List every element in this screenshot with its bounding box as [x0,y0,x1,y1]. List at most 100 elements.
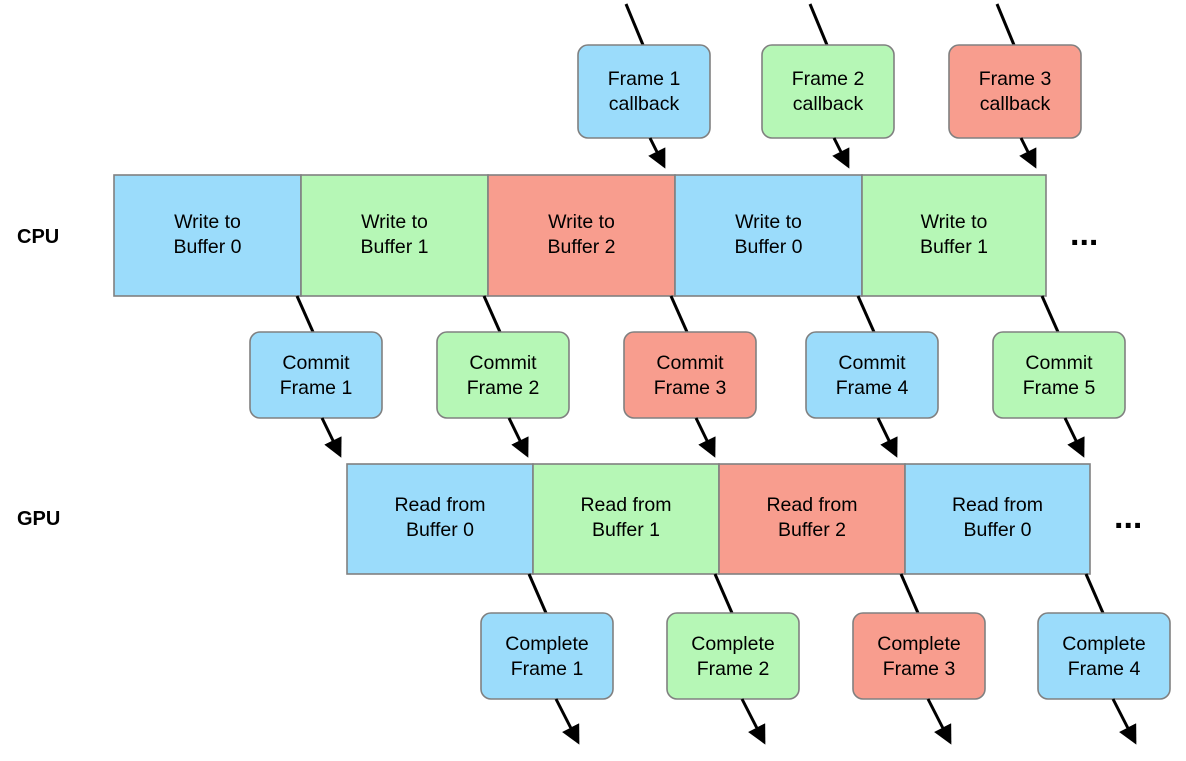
complete-2-line2: Frame 2 [697,658,770,680]
line-cpu-4-to-commit-4 [856,295,876,333]
commit-boxes: Commit Frame 1 Commit Frame 2 Commit Fra… [249,331,1126,419]
cpu-segment-4-shape[interactable] [674,174,863,297]
gpu-segment-4-line1: Read from [952,494,1043,516]
commit-5-shape[interactable] [992,331,1126,419]
commit-1-shape[interactable] [249,331,383,419]
commit-4-shape[interactable] [805,331,939,419]
gpu-to-complete-lines [527,573,1105,614]
arrow-callback-3-to-cpu [1019,137,1037,169]
commit-2-line1: Commit [469,352,537,374]
commit-box-4[interactable]: Commit Frame 4 [805,331,939,419]
arrow-complete-2-out [740,698,766,745]
cpu-segment-5-shape[interactable] [861,174,1047,297]
cpu-ellipsis: ... [1070,215,1098,253]
complete-1-line2: Frame 1 [511,658,584,680]
gpu-segment-1-line1: Read from [394,494,485,516]
commit-5-line2: Frame 5 [1023,377,1096,399]
gpu-ellipsis: ... [1114,498,1142,536]
commit-to-gpu-arrows [320,417,1085,458]
frame-callback-box-1[interactable]: Frame 1 callback [577,44,711,139]
line-cpu-5-to-commit-5 [1040,295,1060,333]
complete-box-2[interactable]: Complete Frame 2 [666,612,800,700]
complete-3-line1: Complete [877,633,960,655]
commit-box-1[interactable]: Commit Frame 1 [249,331,383,419]
complete-box-3[interactable]: Complete Frame 3 [852,612,986,700]
frame-callback-3-line2: callback [980,93,1051,115]
cpu-segment-3-shape[interactable] [487,174,676,297]
arrow-callback-1-to-cpu [648,137,666,169]
arrow-complete-4-out [1111,698,1137,745]
commit-1-line2: Frame 1 [280,377,353,399]
gpu-segment-2-shape[interactable] [532,463,720,575]
gpu-segment-2-line1: Read from [580,494,671,516]
complete-box-1[interactable]: Complete Frame 1 [480,612,614,700]
line-cpu-1-to-commit-1 [295,295,315,333]
cpu-segment-1-line2: Buffer 0 [174,236,242,258]
commit-1-line1: Commit [282,352,350,374]
arrow-commit-4-to-gpu [876,417,898,458]
cpu-segment-3-line1: Write to [548,211,615,233]
cpu-segment-2-shape[interactable] [300,174,489,297]
complete-3-line2: Frame 3 [883,658,956,680]
frame-callback-boxes: Frame 1 callback Frame 2 callback Frame … [577,44,1082,139]
commit-2-line2: Frame 2 [467,377,540,399]
cpu-segment-5-line1: Write to [921,211,988,233]
complete-box-4[interactable]: Complete Frame 4 [1037,612,1171,700]
frame-callback-box-2[interactable]: Frame 2 callback [761,44,895,139]
cpu-segment-1-shape[interactable] [113,174,302,297]
gpu-segment-3-shape[interactable] [718,463,906,575]
gpu-segment-4-shape[interactable] [904,463,1091,575]
frame-callback-2-line1: Frame 2 [792,68,865,90]
incoming-line-frame-3 [995,3,1016,46]
line-gpu-4-to-complete-4 [1084,573,1105,614]
arrow-complete-3-out [926,698,952,745]
callback-incoming-arrows [624,3,1016,46]
complete-1-shape[interactable] [480,612,614,700]
complete-1-line1: Complete [505,633,588,655]
arrow-commit-5-to-gpu [1063,417,1085,458]
row-label-gpu: GPU [17,508,60,530]
commit-2-shape[interactable] [436,331,570,419]
line-gpu-1-to-complete-1 [527,573,548,614]
commit-4-line1: Commit [838,352,906,374]
arrow-commit-2-to-gpu [507,417,529,458]
commit-3-line2: Frame 3 [654,377,727,399]
complete-boxes: Complete Frame 1 Complete Frame 2 Comple… [480,612,1171,700]
gpu-segment-1-shape[interactable] [346,463,534,575]
line-gpu-2-to-complete-2 [713,573,734,614]
complete-outgoing-arrows [554,698,1137,745]
cpu-to-commit-lines [295,295,1060,333]
frame-callback-2-shape[interactable] [761,44,895,139]
commit-3-shape[interactable] [623,331,757,419]
frame-callback-3-line1: Frame 3 [979,68,1052,90]
complete-2-shape[interactable] [666,612,800,700]
frame-callback-box-3[interactable]: Frame 3 callback [948,44,1082,139]
complete-4-line1: Complete [1062,633,1145,655]
commit-box-2[interactable]: Commit Frame 2 [436,331,570,419]
cpu-segment-4-line2: Buffer 0 [735,236,803,258]
gpu-segment-3-line1: Read from [766,494,857,516]
cpu-segment-2-line2: Buffer 1 [361,236,429,258]
gpu-segment-3-line2: Buffer 2 [778,519,846,541]
arrow-callback-2-to-cpu [832,137,850,169]
cpu-timeline-bar: Write to Buffer 0 Write to Buffer 1 Writ… [113,174,1098,297]
frame-callback-2-line2: callback [793,93,864,115]
cpu-segment-4-line1: Write to [735,211,802,233]
commit-4-line2: Frame 4 [836,377,909,399]
callback-to-cpu-arrows [648,137,1037,169]
complete-4-shape[interactable] [1037,612,1171,700]
commit-box-3[interactable]: Commit Frame 3 [623,331,757,419]
gpu-segment-2-line2: Buffer 1 [592,519,660,541]
line-cpu-3-to-commit-3 [669,295,689,333]
commit-box-5[interactable]: Commit Frame 5 [992,331,1126,419]
complete-4-line2: Frame 4 [1068,658,1141,680]
frame-callback-1-line2: callback [609,93,680,115]
arrow-commit-3-to-gpu [694,417,716,458]
frame-callback-1-shape[interactable] [577,44,711,139]
complete-3-shape[interactable] [852,612,986,700]
line-gpu-3-to-complete-3 [899,573,920,614]
cpu-segment-5-line2: Buffer 1 [920,236,988,258]
frame-callback-3-shape[interactable] [948,44,1082,139]
